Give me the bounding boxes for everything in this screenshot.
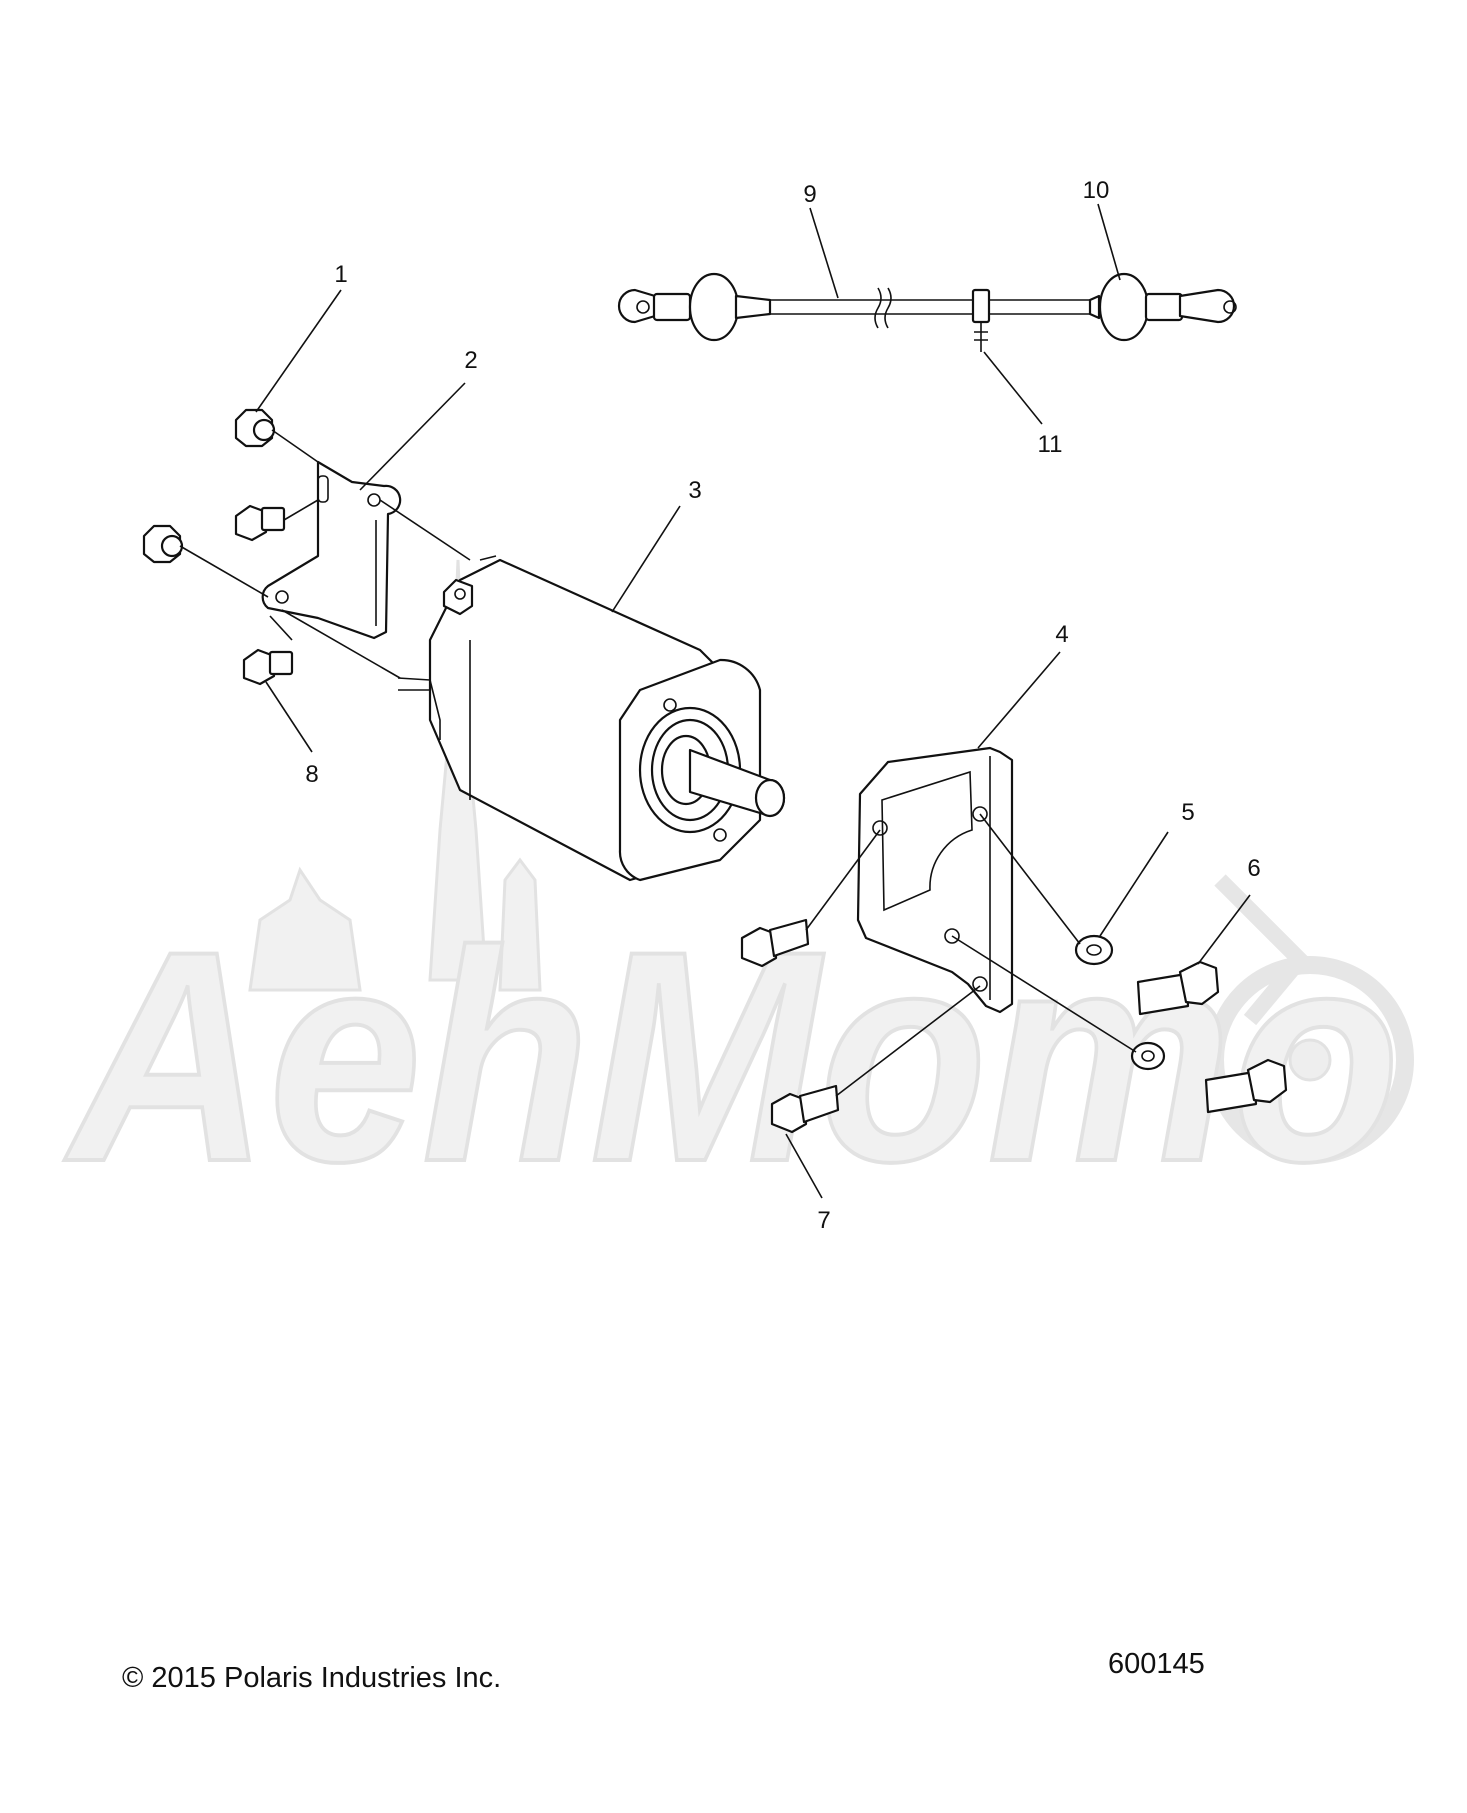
copyright-notice: © 2015 Polaris Industries Inc. bbox=[122, 1662, 502, 1694]
callout-3: 3 bbox=[688, 477, 701, 504]
figure-number: 600145 bbox=[1108, 1648, 1205, 1680]
watermark-tower bbox=[498, 857, 542, 992]
alignment-lines bbox=[179, 429, 1137, 1097]
callout-8: 8 bbox=[305, 761, 318, 788]
washer-5b bbox=[1130, 1041, 1166, 1071]
callout-1: 1 bbox=[334, 261, 347, 288]
watermark-dome bbox=[248, 866, 362, 992]
watermark-wheel bbox=[1206, 956, 1414, 1164]
callout-2: 2 bbox=[464, 347, 477, 374]
callout-4: 4 bbox=[1055, 621, 1068, 648]
callout-5: 5 bbox=[1181, 799, 1194, 826]
callout-labels: 1 2 3 4 5 6 7 8 9 10 11 bbox=[305, 177, 1260, 1234]
battery-cable bbox=[617, 272, 1237, 352]
callout-9: 9 bbox=[803, 181, 816, 208]
callout-11: 11 bbox=[1038, 431, 1063, 458]
hex-bolt-6a bbox=[1136, 960, 1220, 1016]
screw-8a bbox=[234, 504, 286, 542]
flange-nut-1 bbox=[234, 408, 276, 448]
starter-bracket-2 bbox=[261, 460, 402, 640]
watermark-text: AehMomo bbox=[61, 888, 1400, 1224]
screw-7a bbox=[740, 918, 810, 968]
callout-7: 7 bbox=[817, 1207, 830, 1234]
hex-bolt-6b bbox=[1204, 1058, 1288, 1114]
starter-motor-3 bbox=[397, 555, 786, 882]
watermark-logo: AehMomo bbox=[59, 559, 1414, 1226]
callout-6: 6 bbox=[1247, 855, 1260, 882]
flange-nut-2 bbox=[142, 524, 184, 564]
washer-5a bbox=[1074, 934, 1114, 966]
screw-8b bbox=[242, 648, 294, 686]
callout-10: 10 bbox=[1083, 177, 1110, 204]
screw-7b bbox=[770, 1084, 840, 1134]
mounting-bracket-4 bbox=[856, 746, 1014, 1014]
leader-lines bbox=[255, 203, 1251, 1199]
